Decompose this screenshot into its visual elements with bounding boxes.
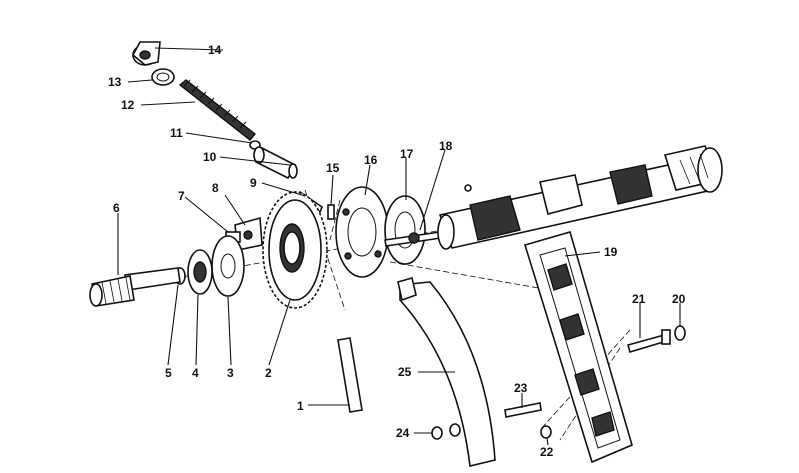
callout-1: 1 bbox=[297, 399, 304, 413]
part-washer-20 bbox=[674, 325, 686, 341]
callout-21: 21 bbox=[632, 292, 646, 306]
part-washer-3 bbox=[211, 235, 245, 297]
part-ring-13 bbox=[151, 68, 175, 86]
part-tensioner-rail-25 bbox=[397, 277, 496, 467]
part-bolt-21 bbox=[627, 329, 672, 353]
callout-9: 9 bbox=[250, 176, 257, 190]
callout-12: 12 bbox=[121, 98, 135, 112]
part-guide-rail-19 bbox=[523, 231, 633, 464]
callout-10: 10 bbox=[203, 150, 217, 164]
callout-16: 16 bbox=[364, 153, 378, 167]
callout-23: 23 bbox=[514, 381, 528, 395]
callout-11: 11 bbox=[170, 126, 183, 140]
part-gear-shaft-6 bbox=[89, 267, 181, 307]
callout-numbers: 14 13 12 11 10 9 15 16 17 18 7 8 6 5 4 3… bbox=[108, 43, 686, 459]
callout-14: 14 bbox=[208, 43, 222, 57]
part-washer-22 bbox=[540, 425, 552, 439]
callout-13: 13 bbox=[108, 75, 122, 89]
callout-15: 15 bbox=[326, 161, 340, 175]
callout-18: 18 bbox=[439, 139, 453, 153]
part-pin-23 bbox=[504, 402, 542, 418]
callout-20: 20 bbox=[672, 292, 686, 306]
callout-5: 5 bbox=[165, 366, 172, 380]
part-piston-10 bbox=[253, 146, 298, 180]
callout-24: 24 bbox=[396, 426, 410, 440]
part-spring-12 bbox=[178, 79, 256, 141]
part-dowel-15 bbox=[327, 204, 335, 220]
callout-7: 7 bbox=[178, 189, 185, 203]
part-chain-1 bbox=[337, 337, 363, 413]
callout-4: 4 bbox=[192, 366, 199, 380]
callout-22: 22 bbox=[540, 445, 554, 459]
callout-6: 6 bbox=[113, 201, 120, 215]
callout-19: 19 bbox=[604, 245, 618, 259]
callout-2: 2 bbox=[265, 366, 272, 380]
callout-25: 25 bbox=[398, 365, 412, 379]
part-cap-14 bbox=[131, 41, 161, 66]
part-screw-18 bbox=[384, 231, 442, 247]
part-sprocket-2 bbox=[262, 191, 328, 309]
callout-3: 3 bbox=[227, 366, 234, 380]
part-gasket-17 bbox=[384, 195, 426, 265]
part-flange-16 bbox=[335, 186, 389, 278]
leader-lines bbox=[117, 47, 681, 446]
part-plate-8 bbox=[234, 216, 263, 251]
part-nut-4 bbox=[187, 249, 213, 295]
camshaft bbox=[437, 145, 723, 250]
part-washer-24 bbox=[431, 423, 461, 440]
callout-8: 8 bbox=[212, 181, 219, 195]
callout-17: 17 bbox=[400, 147, 414, 161]
